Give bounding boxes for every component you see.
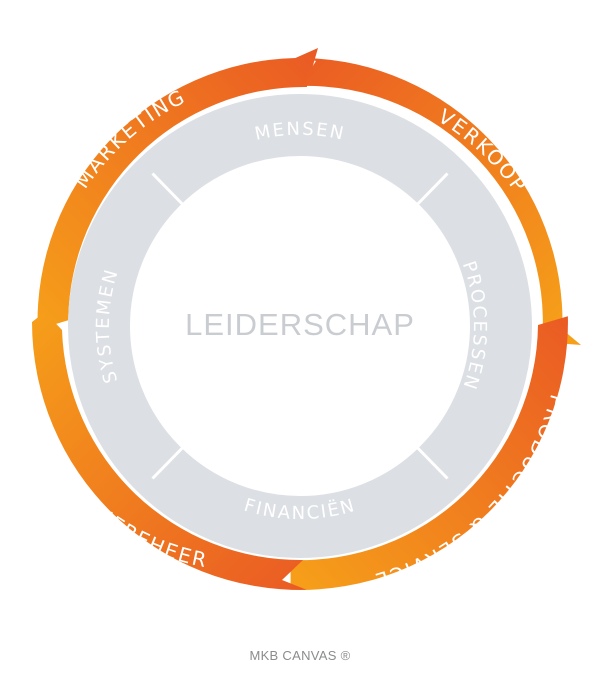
arrow-relatiebeheer <box>32 312 307 590</box>
inner-ring-separator <box>151 172 195 217</box>
center-label: LEIDERSCHAP <box>185 307 415 342</box>
outer-arrow-ring <box>32 48 581 590</box>
arrow-verkoop <box>300 58 581 345</box>
caption: MKB CANVAS ® <box>249 648 351 663</box>
inner-ring-separator <box>405 172 449 217</box>
arrow-marketing <box>37 48 319 330</box>
inner-ring-separator <box>405 435 449 480</box>
inner-ring <box>68 94 532 558</box>
arrow-productie <box>290 316 568 590</box>
inner-ring-band <box>68 94 532 558</box>
inner-ring-separator <box>151 435 195 480</box>
